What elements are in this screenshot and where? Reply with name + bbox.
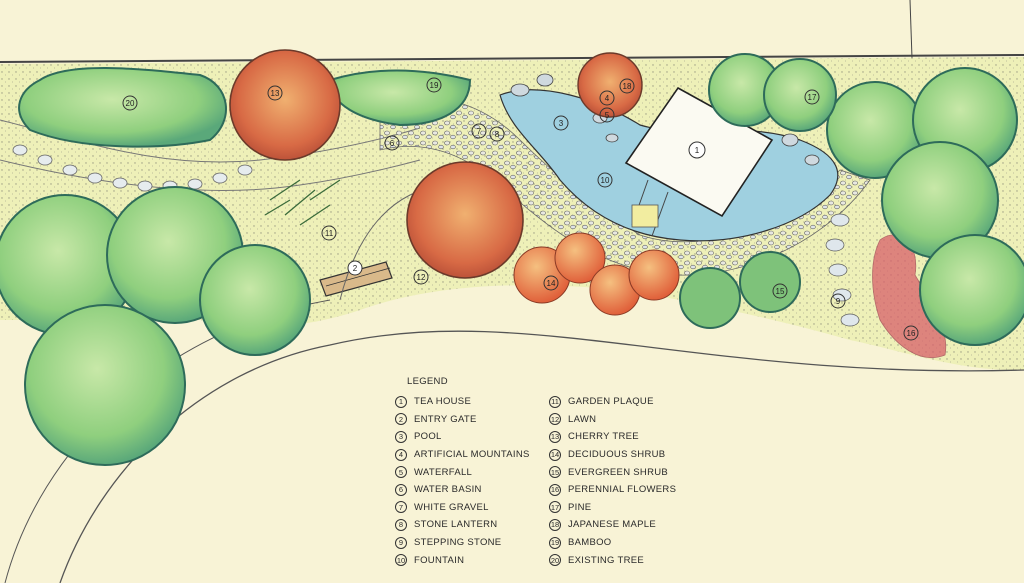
svg-text:15: 15 xyxy=(776,287,785,296)
entry-gate xyxy=(319,261,393,297)
svg-text:18: 18 xyxy=(623,82,632,91)
svg-text:7: 7 xyxy=(477,127,482,136)
svg-text:17: 17 xyxy=(808,93,817,102)
marker-1: 1 xyxy=(688,141,706,159)
marker-19-top: 19 xyxy=(426,77,442,93)
svg-text:19: 19 xyxy=(430,81,439,90)
marker-7: 7 xyxy=(471,123,487,139)
japanese-maple xyxy=(577,52,643,118)
svg-text:12: 12 xyxy=(417,273,426,282)
svg-text:6: 6 xyxy=(390,139,395,148)
svg-text:16: 16 xyxy=(907,329,916,338)
evergreen-shrubs xyxy=(679,251,801,329)
marker-11: 11 xyxy=(321,225,337,241)
svg-text:1: 1 xyxy=(695,146,700,155)
upper-path-lower-edge xyxy=(0,159,421,191)
svg-text:20: 20 xyxy=(126,99,135,108)
bamboo xyxy=(264,179,341,226)
svg-text:13: 13 xyxy=(271,89,280,98)
stepping-stones-right xyxy=(825,213,860,327)
marker-3: 3 xyxy=(553,115,569,131)
marker-16: 16 xyxy=(903,325,919,341)
svg-text:8: 8 xyxy=(495,130,500,139)
deciduous-shrubs xyxy=(513,232,680,316)
marker-12: 12 xyxy=(413,269,429,285)
property-line xyxy=(0,54,1024,63)
lawn-edge-curve xyxy=(59,330,1024,583)
plan-markers: 20 13 19 18 3 4 5 6 7 8 1 10 17 11 2 12 … xyxy=(122,77,919,341)
marker-6: 6 xyxy=(384,135,400,151)
marker-5: 5 xyxy=(599,107,615,123)
marker-8: 8 xyxy=(489,126,505,142)
marker-4: 4 xyxy=(599,90,615,106)
marker-20-top-left: 20 xyxy=(122,95,138,111)
marker-9: 9 xyxy=(830,293,846,309)
legend-title: LEGEND xyxy=(407,376,448,387)
svg-text:4: 4 xyxy=(605,94,610,103)
existing-trees xyxy=(0,53,1024,466)
marker-18: 18 xyxy=(619,78,635,94)
svg-text:5: 5 xyxy=(605,111,610,120)
svg-text:11: 11 xyxy=(325,229,334,238)
marker-10: 10 xyxy=(597,172,613,188)
svg-text:9: 9 xyxy=(836,297,841,306)
cherry-trees xyxy=(229,49,524,279)
marker-13-top: 13 xyxy=(267,85,283,101)
marker-2: 2 xyxy=(347,260,363,276)
svg-text:3: 3 xyxy=(559,119,564,128)
svg-text:10: 10 xyxy=(601,176,610,185)
marker-15: 15 xyxy=(772,283,788,299)
pool-stones xyxy=(510,73,820,166)
marker-17: 17 xyxy=(804,89,820,105)
stepping-stones-upper xyxy=(12,144,253,192)
property-line-corner xyxy=(909,0,913,59)
svg-text:2: 2 xyxy=(353,264,358,273)
svg-text:14: 14 xyxy=(547,279,556,288)
marker-14: 14 xyxy=(543,275,559,291)
